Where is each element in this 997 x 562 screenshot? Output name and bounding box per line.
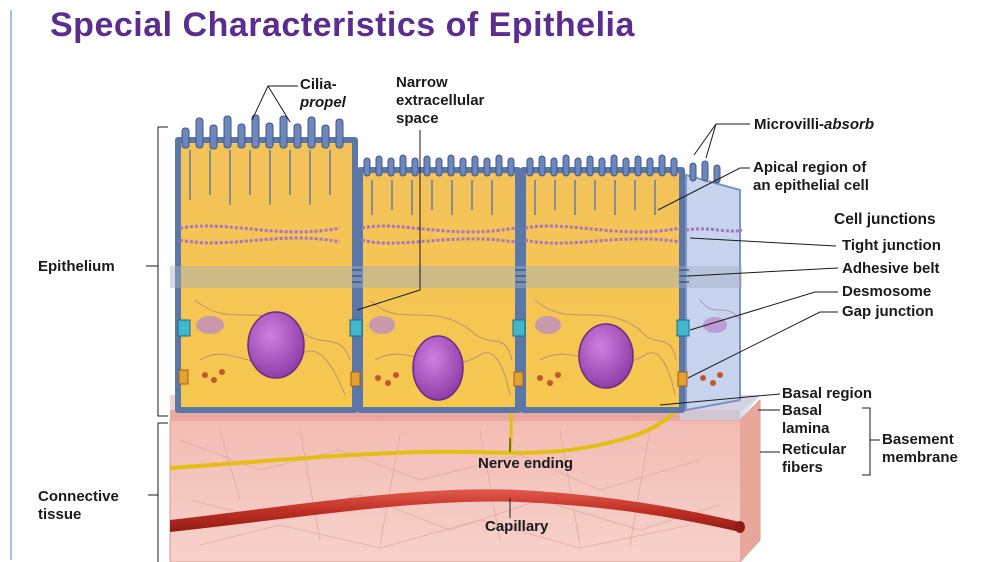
label-desmosome: Desmosome bbox=[842, 283, 931, 301]
label-tight-junction: Tight junction bbox=[842, 237, 941, 255]
adhesive-belt-band bbox=[170, 266, 742, 288]
label-microvilli: Microvilli-absorb bbox=[754, 116, 874, 134]
label-capillary: Capillary bbox=[485, 518, 548, 536]
label-adhesive-belt: Adhesive belt bbox=[842, 260, 940, 278]
label-epithelium: Epithelium bbox=[38, 258, 115, 276]
label-narrow-extracellular-space: Narrow extracellular space bbox=[396, 74, 484, 128]
label-cell-junctions: Cell junctions bbox=[834, 211, 936, 229]
label-basal-region: Basal region bbox=[782, 385, 872, 403]
label-nerve-ending: Nerve ending bbox=[478, 455, 573, 473]
label-gap-junction: Gap junction bbox=[842, 303, 934, 321]
connective-tissue-block bbox=[170, 395, 760, 562]
label-cilia: Cilia-propel bbox=[300, 76, 346, 112]
